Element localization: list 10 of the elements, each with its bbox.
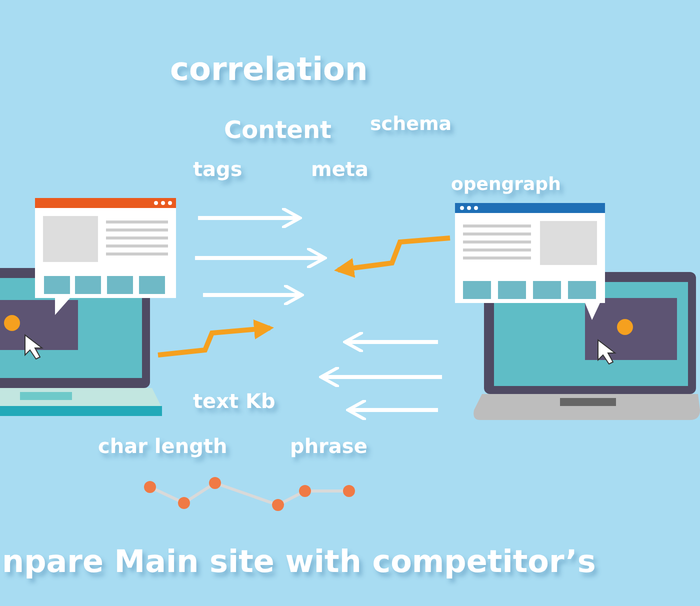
keyword-text: schema [370,114,452,135]
headline: npare Main site with competitor’s [2,545,596,580]
keyword-text: Content [224,117,332,144]
keyword-text: text Kb [193,390,276,412]
keyword-text: meta [311,158,368,180]
keyword-text: tags [193,158,242,180]
keyword-text: opengraph [451,175,561,195]
keyword-text: correlation [170,52,368,88]
keyword-text: char length [98,435,228,457]
keyword-text: phrase [290,435,368,457]
